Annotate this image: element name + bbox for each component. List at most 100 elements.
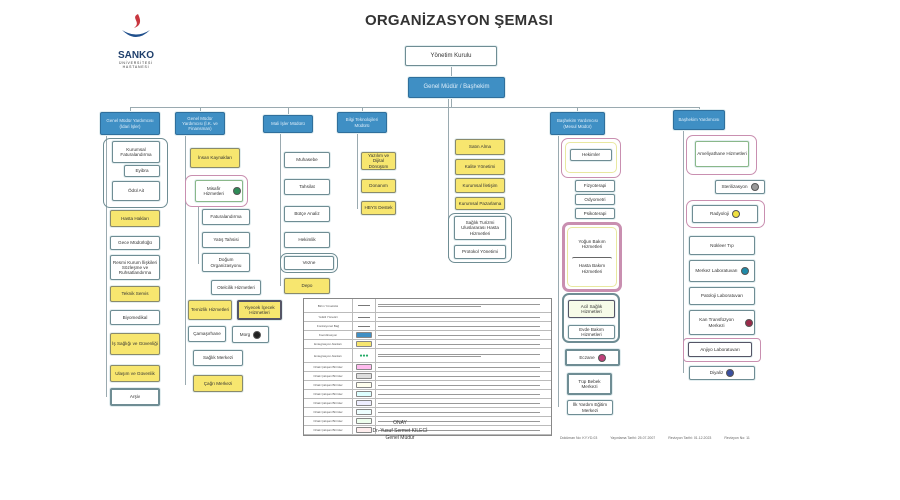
revision-number: Revizyon No: 11 [724,436,750,440]
connector [198,207,199,264]
unit-box: Gece Müdürlüğü [110,236,160,250]
revision-date: Revizyon Tarihi: 01.12.2023 [668,436,712,440]
unit-box: Protokol Yönetimi [454,245,506,259]
legend-symbol [353,340,376,348]
legend-symbol [353,322,376,330]
approver-name: Dr. Yusuf Sermet KILECİ [372,427,428,434]
legend-label: Yetkili Yönetici [304,313,353,321]
group-outline [562,222,622,292]
unit-box: Sağlık Turizmi Uluslararası Hasta Hizmet… [454,216,506,240]
unit-box: Kalite Yönetimi [455,159,505,175]
legend-description [376,363,551,371]
page-title: ORGANİZASYON ŞEMASI [365,12,553,29]
legend-row: Ortak Çalışan Birimler [304,417,551,426]
unit-box: Fizyoterapi [575,180,615,192]
connector [451,66,452,77]
connector [451,98,452,108]
legend-symbol [353,363,376,371]
legend-row: Ortak Çalışan Birimler [304,390,551,399]
unit-box: Muhasebe [284,152,330,168]
connector [130,107,700,108]
unit-box: Ulaşım ve Güvenlik [110,365,160,382]
unit-box: Eyibra [124,165,160,177]
legend-row: Fonksiyonel Bağ [304,322,551,331]
unit-box: Kurumsal Pazarlama [455,197,505,210]
legend-label: Ortak Çalışan Birimler [304,372,353,380]
unit-label: Radyoloji [710,211,729,217]
legend-symbol [353,417,376,425]
unit-box: Nükleer Tıp [689,236,755,255]
legend-row: Ortak Çalışan Birimler [304,399,551,408]
group-outline [686,200,765,228]
legend-description [376,399,551,407]
unit-box: Misafir Hizmetleri [195,180,243,202]
head-it: Bilgi Teknolojileri Müdürü [337,112,387,133]
group-outline [561,138,621,178]
unit-box: Satın Alma [455,139,505,155]
legend-description [376,299,551,312]
approver-role: Genel Müdür [385,435,415,441]
legend-label: Birim Yöneticisi [304,299,353,312]
head-admin: Genel Müdür Yardımcısı (İdari İşler) [100,112,160,135]
legend-row: Entegrasyon Alanları [304,340,551,349]
legend-description [376,390,551,398]
unit-box: Depo [284,278,330,294]
pink-dot-icon [597,353,606,362]
unit-box: Sağlık Merkezi [193,350,243,366]
unit-box: Anjiyo Laboratuvarı [688,342,752,357]
unit-label: Misafir Hizmetleri [203,185,224,196]
group-outline [103,138,168,208]
unit-box: Tahsilat [284,179,330,195]
legend-label: Koordinasyon [304,331,353,339]
unit-label: Eczane [579,354,595,360]
connector [106,135,107,397]
unit-box: Çağrı Merkezi [193,375,243,392]
legend-symbol [353,426,376,434]
legend-symbol [353,399,376,407]
connector [362,107,363,112]
unit-box: Odyometri [575,194,615,205]
legend-label: Fonksiyonel Bağ [304,322,353,330]
black-dot-icon [253,330,262,339]
legend-row: Yetkili Yönetici [304,313,551,322]
yellow-dot-icon [731,210,740,218]
unit-box: Eczane [565,349,620,366]
unit-label: Morg [239,331,251,337]
legend-description [376,340,551,348]
legend-symbol [353,381,376,389]
unit-box: Morg [232,326,269,343]
legend-description [376,426,551,434]
connector [558,135,559,407]
general-manager-box: Genel Müdür / Başhekim [408,77,505,98]
unit-box: Otelcilik Hizmetleri [211,280,261,295]
unit-box: Tüp Bebek Merkezi [567,373,612,395]
legend-description [376,381,551,389]
legend-label: Ortak Çalışan Birimler [304,381,353,389]
head-hr-finance: Genel Müdür Yardımcısı (İ.K. ve Finansma… [175,112,225,135]
group-outline [683,338,761,362]
unit-box: Diyaliz [689,366,755,380]
legend-row: Ortak Çalışan Birimler [304,381,551,390]
unit-box: Hasta Bakım Hizmetleri [572,257,612,279]
unit-box: Hasta Hakları [110,210,160,227]
unit-box: İş Sağlığı ve Güvenliği [110,333,160,355]
group-outline [686,135,757,175]
connector [130,107,131,112]
unit-box: Hekimlik [284,232,330,248]
head-chief-asst-1: Başhekim Yardımcısı (Mesul Müdür) [550,112,605,135]
legend-symbol [353,372,376,380]
legend-symbol [353,390,376,398]
unit-label: Kan Transfüzyon Merkezi [699,317,734,328]
unit-box: Çamaşırhane [188,326,226,342]
connector [200,107,201,112]
connector [699,107,700,110]
legend-description [376,372,551,380]
unit-box: Vezne [284,256,334,270]
connector [185,135,186,385]
unit-box: Merkez Laboratuvarı [689,260,755,282]
legend-row: Entegrasyon Alanları●●● [304,349,551,363]
unit-box: Faturalandırma [202,209,250,225]
unit-box: HBYS Destek [361,201,396,215]
unit-box: Bütçe Analiz [284,206,330,222]
unit-box: Acil Sağlık Hizmetleri [568,300,615,318]
